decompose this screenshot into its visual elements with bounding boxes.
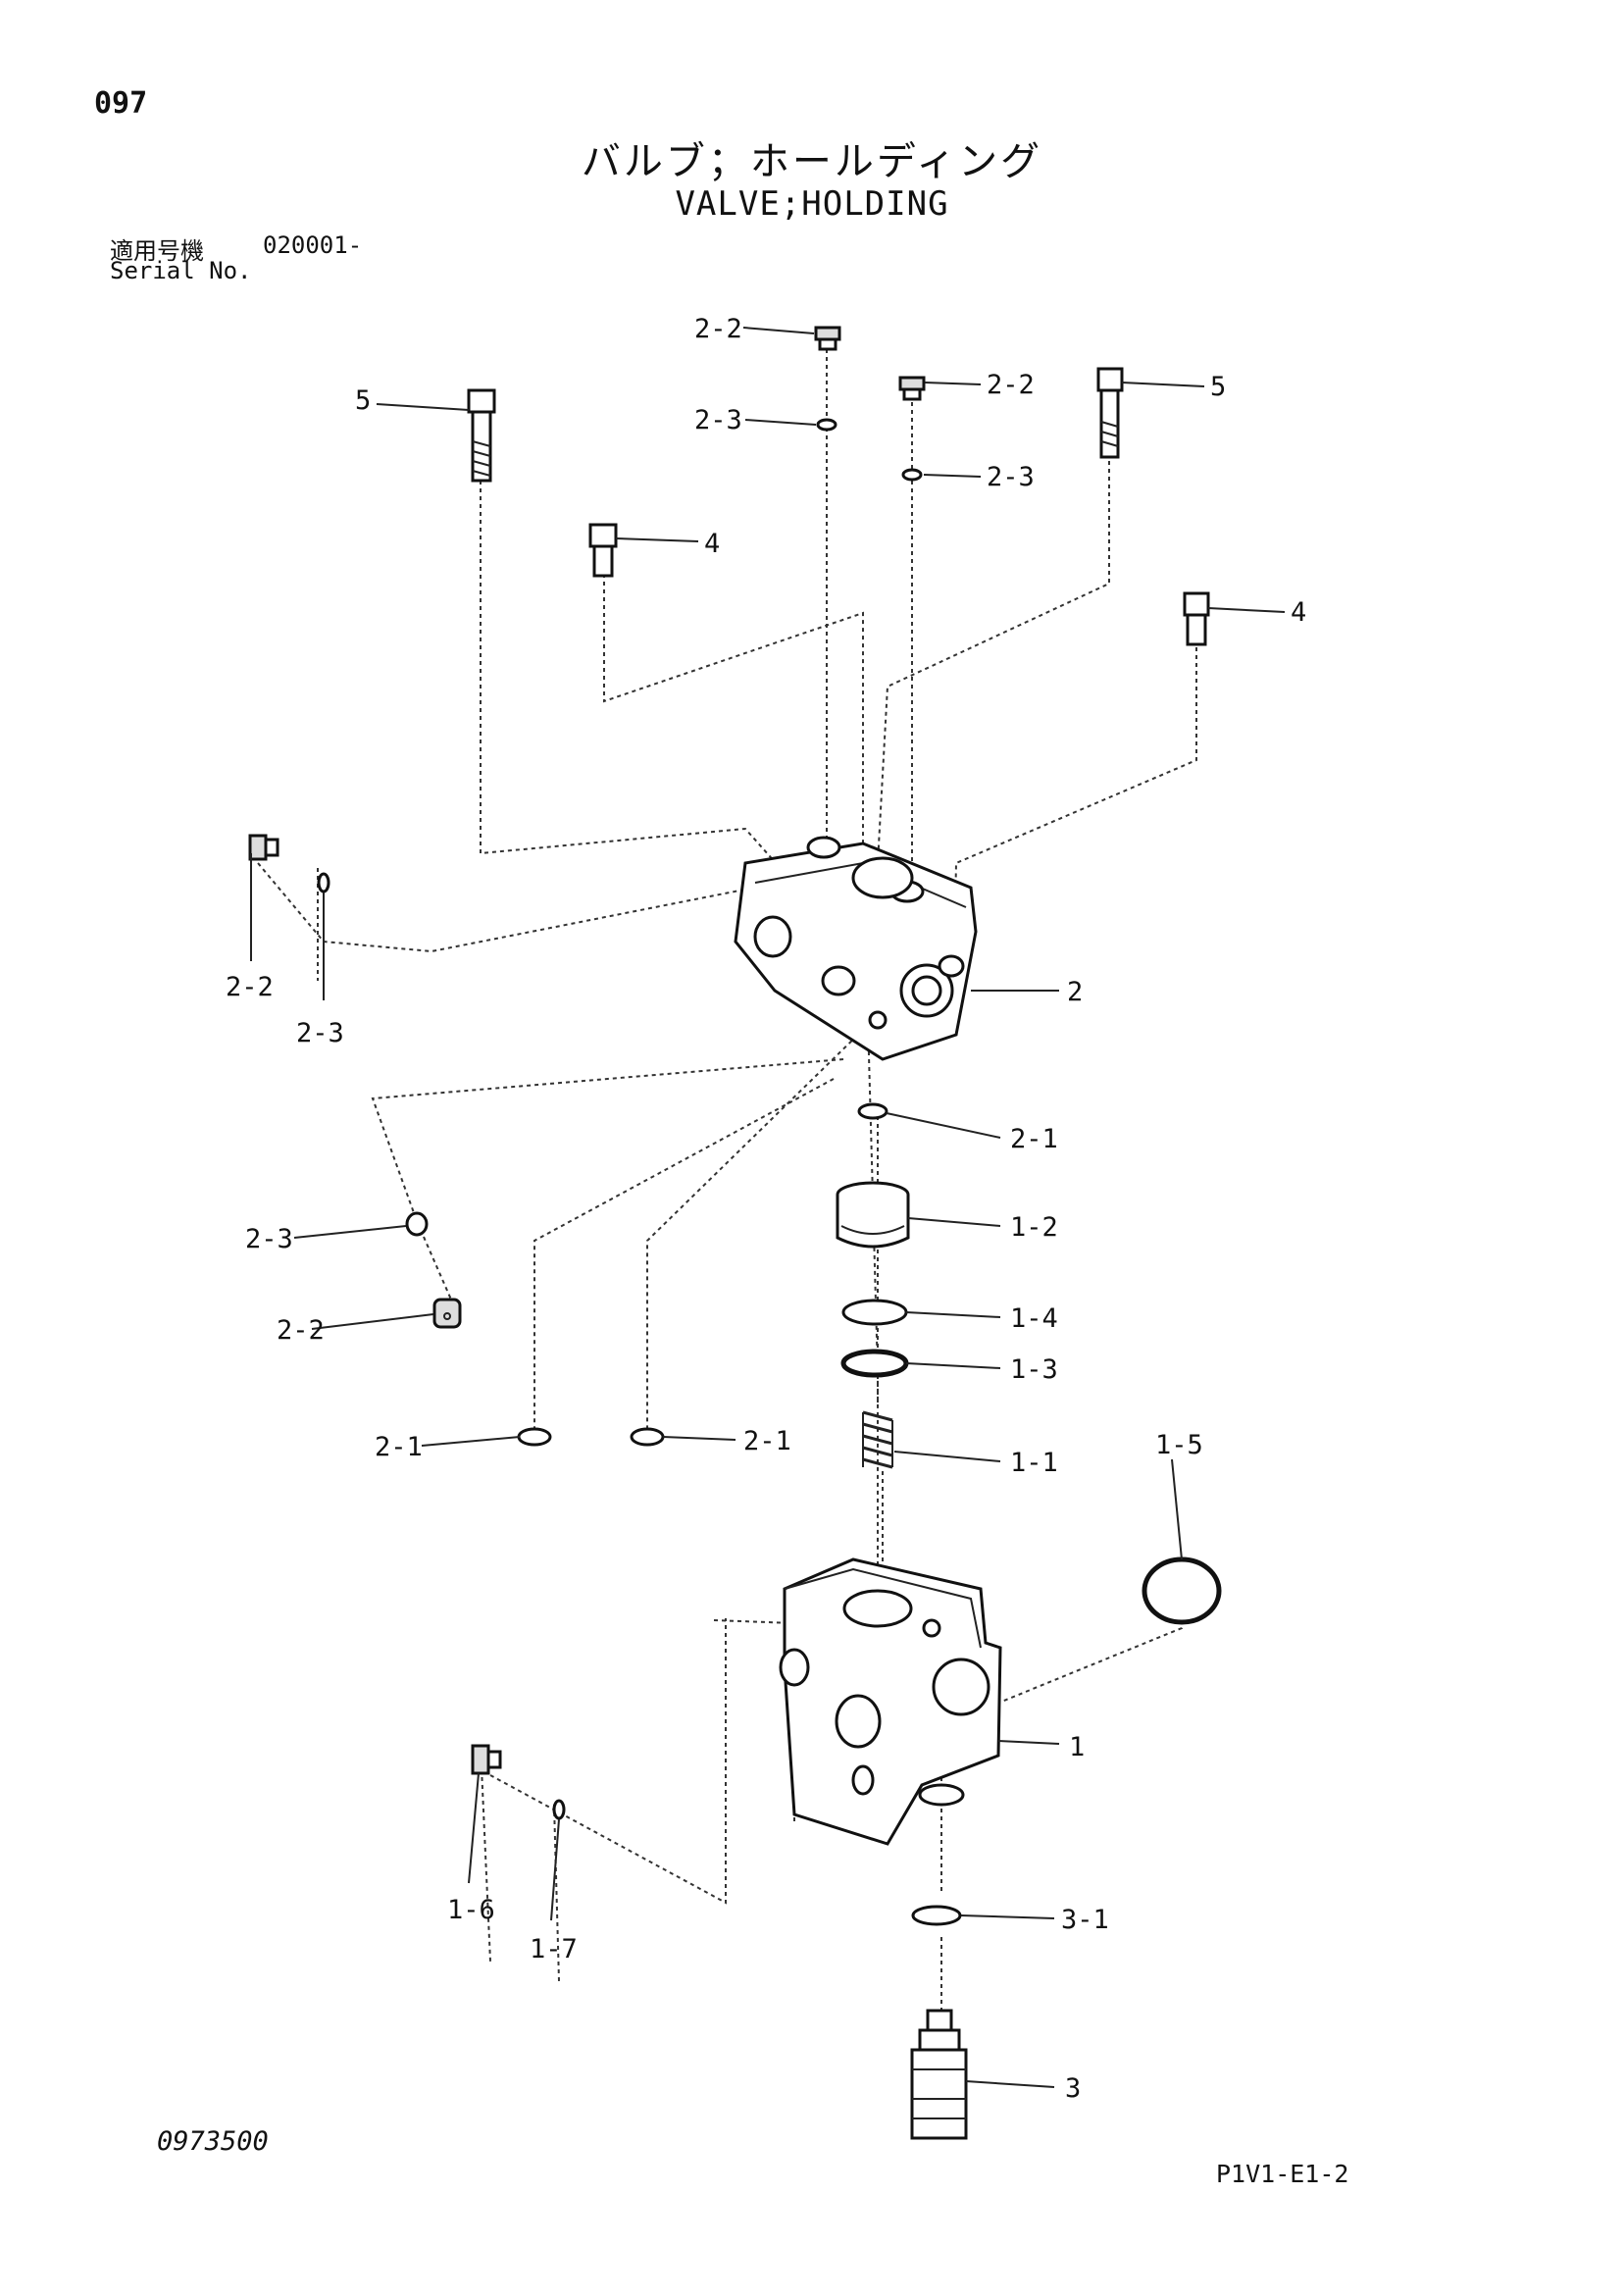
plug-2-2-right — [898, 376, 926, 401]
callout-4-right: 4 — [1291, 597, 1306, 628]
callout-2-3-side: 2-3 — [296, 1018, 344, 1048]
callout-2-2-low: 2-2 — [277, 1315, 325, 1346]
callout-2-2-top: 2-2 — [694, 314, 742, 344]
bolt-4-left — [588, 523, 618, 578]
plug-2-2-side — [248, 834, 279, 861]
oring-2-3-low — [405, 1211, 429, 1237]
callout-5-left: 5 — [355, 385, 371, 416]
callout-1-1: 1-1 — [1010, 1448, 1058, 1478]
serial-number-value: 020001- — [263, 231, 363, 259]
callout-1-7: 1-7 — [530, 1934, 578, 1964]
serial-label-english: Serial No. — [110, 257, 252, 284]
title-japanese: バルブ；ホールディング — [581, 139, 1043, 184]
cartridge-3 — [910, 2009, 968, 2140]
ring-1-4 — [841, 1299, 908, 1326]
callout-1-3: 1-3 — [1010, 1354, 1058, 1385]
callout-2-3-right: 2-3 — [987, 462, 1035, 492]
callout-labels: 2-2 2-3 2-2 2-3 5 5 4 4 2-2 2-3 2 2-1 1-… — [226, 314, 1306, 2104]
callout-1: 1 — [1069, 1732, 1085, 1762]
callout-2-2-side: 2-2 — [226, 972, 274, 1002]
oring-2-3-side — [317, 872, 330, 893]
bolt-5-left — [467, 388, 496, 483]
plug-2-2-top — [814, 326, 841, 351]
callout-2-1-center: 2-1 — [1010, 1124, 1058, 1154]
callout-2-1-mid: 2-1 — [743, 1426, 791, 1456]
oring-2-1-mid — [630, 1427, 665, 1447]
oring-1-7 — [552, 1799, 566, 1820]
valve-body-2 — [734, 836, 978, 1061]
callout-3-1: 3-1 — [1061, 1905, 1109, 1935]
bolt-4-right — [1183, 591, 1210, 646]
oring-1-5 — [1142, 1556, 1222, 1625]
plug-1-6 — [471, 1744, 502, 1775]
oring-2-1-center — [857, 1102, 888, 1120]
callout-1-6: 1-6 — [447, 1895, 495, 1925]
bolt-5-right — [1096, 367, 1124, 459]
oring-2-3-top — [816, 418, 837, 432]
oring-2-3-right — [901, 468, 923, 482]
callout-2-3-top: 2-3 — [694, 405, 742, 435]
document-number: 0973500 — [157, 2126, 269, 2157]
valve-block-1 — [779, 1557, 1002, 1846]
callout-5-right: 5 — [1210, 372, 1226, 402]
callout-3: 3 — [1065, 2073, 1081, 2104]
callout-1-4: 1-4 — [1010, 1303, 1058, 1334]
assembly-paths — [257, 333, 1197, 2040]
callout-1-5: 1-5 — [1155, 1430, 1203, 1460]
callout-2: 2 — [1067, 977, 1083, 1007]
leader-lines — [250, 327, 1286, 2088]
callout-2-3-low: 2-3 — [245, 1224, 293, 1254]
title-english: VALVE;HOLDING — [675, 184, 949, 224]
serial-label-japanese: 適用号機 — [110, 237, 204, 265]
spring-1-1 — [862, 1410, 893, 1469]
callout-4-left: 4 — [704, 529, 720, 559]
oring-2-1-left — [517, 1427, 552, 1447]
oring-3-1 — [911, 1905, 962, 1926]
plug-2-2-low — [432, 1298, 462, 1329]
callout-1-2: 1-2 — [1010, 1212, 1058, 1243]
callout-2-1-left: 2-1 — [375, 1432, 423, 1462]
page-code: P1V1-E1-2 — [1216, 2160, 1349, 2188]
piston-1-2 — [836, 1181, 910, 1249]
page-number: 097 — [94, 86, 148, 121]
oring-1-3 — [840, 1349, 909, 1378]
callout-2-2-right: 2-2 — [987, 370, 1035, 400]
